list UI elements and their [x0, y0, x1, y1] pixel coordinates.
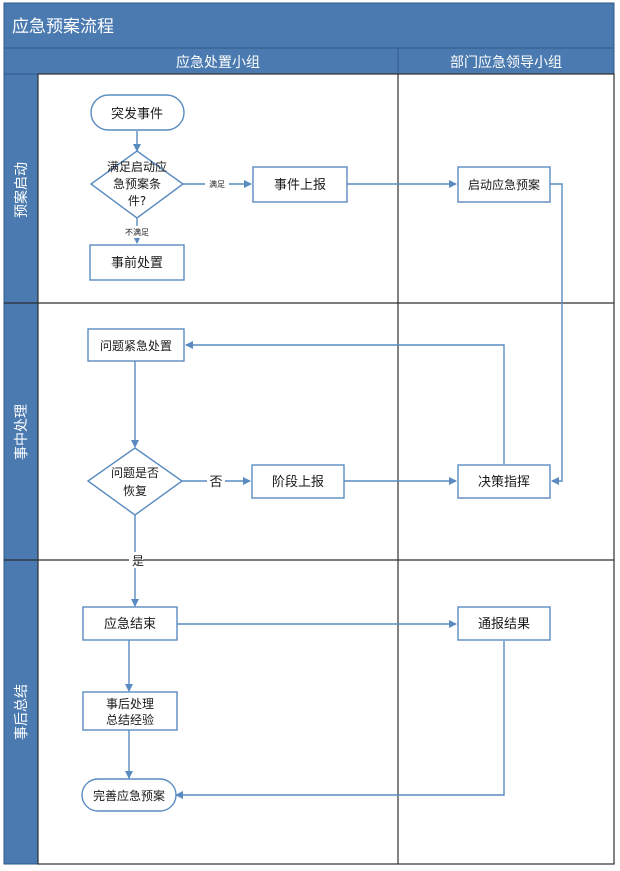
svg-text:恢复: 恢复: [123, 484, 147, 498]
node-start: 突发事件: [90, 94, 185, 131]
lane-header-leadership: 部门应急领导小组: [450, 54, 562, 71]
svg-text:通报结果: 通报结果: [478, 617, 530, 632]
svg-text:突发事件: 突发事件: [111, 106, 163, 122]
svg-text:总结经验: 总结经验: [106, 712, 154, 727]
edge-label-no: 否: [209, 475, 222, 490]
svg-text:应急结束: 应急结束: [104, 616, 156, 632]
svg-text:事前处置: 事前处置: [111, 255, 163, 271]
svg-text:完善应急预案: 完善应急预案: [93, 788, 165, 803]
node-pre-handling: 事前处置: [89, 244, 185, 281]
svg-text:满足启动应: 满足启动应: [107, 159, 167, 174]
edge-label-yes: 是: [132, 554, 144, 568]
phase-label-start: 预案启动: [13, 162, 30, 218]
node-post-handling: 事后处理 总结经验: [82, 691, 178, 731]
node-decision-command: 决策指挥: [457, 464, 551, 499]
node-condition-start: 满足启动应 急预案条 件?: [89, 150, 185, 219]
node-emergency-handling: 问题紧急处置: [87, 328, 185, 362]
svg-text:件?: 件?: [128, 194, 146, 208]
lane-header-team: 应急处置小组: [176, 54, 260, 71]
node-improve-plan: 完善应急预案: [81, 778, 177, 812]
node-emergency-end: 应急结束: [82, 606, 178, 641]
phase-label-handling: 事中处理: [14, 404, 30, 460]
phase-column: [3, 73, 39, 865]
svg-text:事件上报: 事件上报: [274, 178, 326, 193]
node-stage-report: 阶段上报: [251, 464, 345, 499]
node-notify-result: 通报结果: [457, 606, 551, 641]
phase-label-summary: 事后总结: [14, 684, 30, 740]
svg-text:决策指挥: 决策指挥: [478, 474, 530, 490]
svg-text:事后处理: 事后处理: [106, 697, 154, 711]
svg-text:问题是否: 问题是否: [111, 466, 159, 480]
title-bar: [3, 2, 615, 49]
diagram-title: 应急预案流程: [12, 17, 114, 37]
edge-label-meet: 满足: [209, 179, 225, 189]
svg-text:问题紧急处置: 问题紧急处置: [100, 338, 172, 353]
svg-text:急预案条: 急预案条: [113, 176, 161, 191]
node-condition-recovered: 问题是否 恢复: [86, 447, 184, 516]
node-launch-plan: 启动应急预案: [457, 166, 551, 203]
node-event-report: 事件上报: [252, 166, 348, 203]
edge-label-not-meet: 不满足: [125, 227, 149, 237]
column-header-row: [3, 47, 615, 75]
svg-text:阶段上报: 阶段上报: [272, 475, 324, 490]
svg-text:启动应急预案: 启动应急预案: [468, 177, 540, 192]
